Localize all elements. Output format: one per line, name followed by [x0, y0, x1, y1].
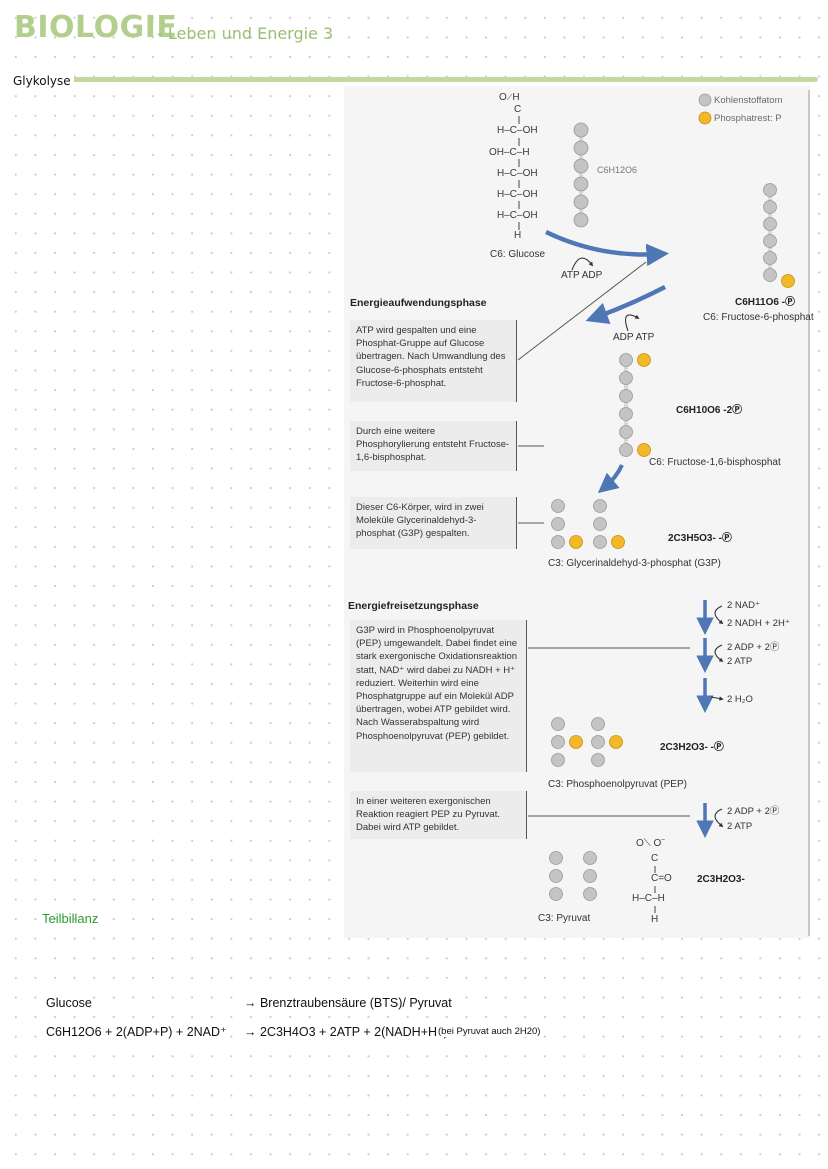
fbp-label: C6: Fructose-1,6-bisphosphat — [649, 457, 781, 468]
pyruvat-h: H — [651, 914, 659, 925]
fbp-formula: C6H10O6 -2Ⓟ — [676, 405, 743, 416]
g3p-formula: 2C3H5O3- -Ⓟ — [668, 533, 732, 544]
step1-atp-adp: ATP ADP — [561, 270, 603, 281]
pyruvat-formula: 2C3H2O3- — [697, 874, 745, 885]
glucose-row-3: H–C–OH — [497, 168, 538, 179]
step2-adp-atp: ADP ATP — [613, 332, 655, 343]
carbon-c1: C — [514, 104, 522, 115]
arrow-f6p-to-fbp — [585, 284, 667, 324]
figure-border — [808, 90, 810, 936]
pep-molecules — [551, 717, 623, 767]
step-atp-out: 2 ATP — [727, 656, 753, 667]
g3p-molecules — [551, 499, 625, 549]
step-nadh-out: 2 NADH + 2H⁺ — [727, 618, 790, 629]
phase2-heading: Energiefreisetzungsphase — [348, 600, 479, 612]
balance-row1-right: → Brenztraubensäure (BTS)/ Pyruvat — [244, 996, 452, 1010]
f6p-formula: C6H11O6 -Ⓟ — [735, 297, 796, 308]
glucose-chain — [573, 122, 589, 228]
glucose-row-2: OH–C–H — [489, 147, 530, 158]
arrow-fbp-to-g3p — [597, 464, 624, 494]
legend-phosphate-label: Phosphatrest: P — [714, 113, 782, 124]
box-connectors — [517, 261, 690, 817]
f6p-label: C6: Fructose-6-phosphat — [703, 312, 814, 323]
glucose-row-1: H–C–OH — [497, 125, 538, 136]
step-water-out: 2 H₂O — [727, 694, 753, 705]
step-atp-out-2: 2 ATP — [727, 821, 753, 832]
step-adp-in-2: 2 ADP + 2Ⓟ — [727, 806, 780, 817]
f6p-chain — [763, 183, 795, 288]
box-step1: ATP wird gespalten und eine Phosphat-Gru… — [350, 320, 517, 402]
balance-row2-left: C6H12O6 + 2(ADP+P) + 2NAD⁺ — [46, 1024, 227, 1039]
aldehyde-group: O⟋H — [499, 92, 520, 103]
carboxylate-group: O⟍ O⁻ — [636, 838, 665, 849]
hook-step1 — [571, 257, 594, 271]
glucose-formula: C6H12O6 — [597, 165, 638, 175]
fbp-chain — [619, 353, 651, 457]
phase1-heading: Energieaufwendungsphase — [350, 297, 487, 309]
arrow-glucose-to-f6p — [545, 229, 669, 267]
glucose-label: C6: Glucose — [490, 249, 546, 260]
terminal-h: H — [514, 230, 522, 241]
pep-formula: 2C3H2O3- -Ⓟ — [660, 742, 724, 753]
box-step2: Durch eine weitere Phosphorylierung ents… — [350, 421, 517, 471]
step-adp-in: 2 ADP + 2Ⓟ — [727, 642, 780, 653]
balance-row1-left: Glucose — [46, 996, 92, 1010]
legend-carbon-dot — [698, 93, 712, 107]
page-title: BIOLOGIE — [14, 10, 178, 45]
page-subtitle: - Leben und Energie 3 — [157, 24, 334, 43]
glucose-row-5: H–C–OH — [497, 210, 538, 221]
box-step3: Dieser C6-Körper, wird in zwei Moleküle … — [350, 497, 517, 549]
section-heading: Glykolyse — [10, 74, 74, 88]
legend-carbon-label: Kohlenstoffatom — [714, 95, 783, 106]
phase2-hooks — [710, 605, 724, 828]
box-step4: G3P wird in Phosphoenolpyruvat (PEP) umg… — [350, 620, 527, 772]
box-step5: In einer weiteren exergonischen Reaktion… — [350, 791, 527, 839]
hook-step2 — [625, 314, 640, 332]
legend-phosphate-dot — [698, 111, 712, 125]
pyruvat-molecules — [549, 851, 597, 901]
pyruvat-c2: C=O — [651, 873, 672, 884]
balance-heading: Teilbillanz — [42, 911, 99, 926]
balance-row2-note: (bei Pyruvat auch 2H20) — [438, 1026, 541, 1037]
balance-row2-right: → 2C3H4O3 + 2ATP + 2(NADH+H⁺) — [244, 1024, 448, 1039]
step-nad-in: 2 NAD⁺ — [727, 600, 760, 611]
g3p-label: C3: Glycerinaldehyd-3-phosphat (G3P) — [548, 558, 721, 569]
pyruvat-c1: C — [651, 853, 659, 864]
glucose-row-4: H–C–OH — [497, 189, 538, 200]
pep-label: C3: Phosphoenolpyruvat (PEP) — [548, 779, 687, 790]
pyruvat-label: C3: Pyruvat — [538, 913, 591, 924]
pyruvat-c3: H–C–H — [632, 893, 665, 904]
header-divider — [10, 77, 818, 82]
